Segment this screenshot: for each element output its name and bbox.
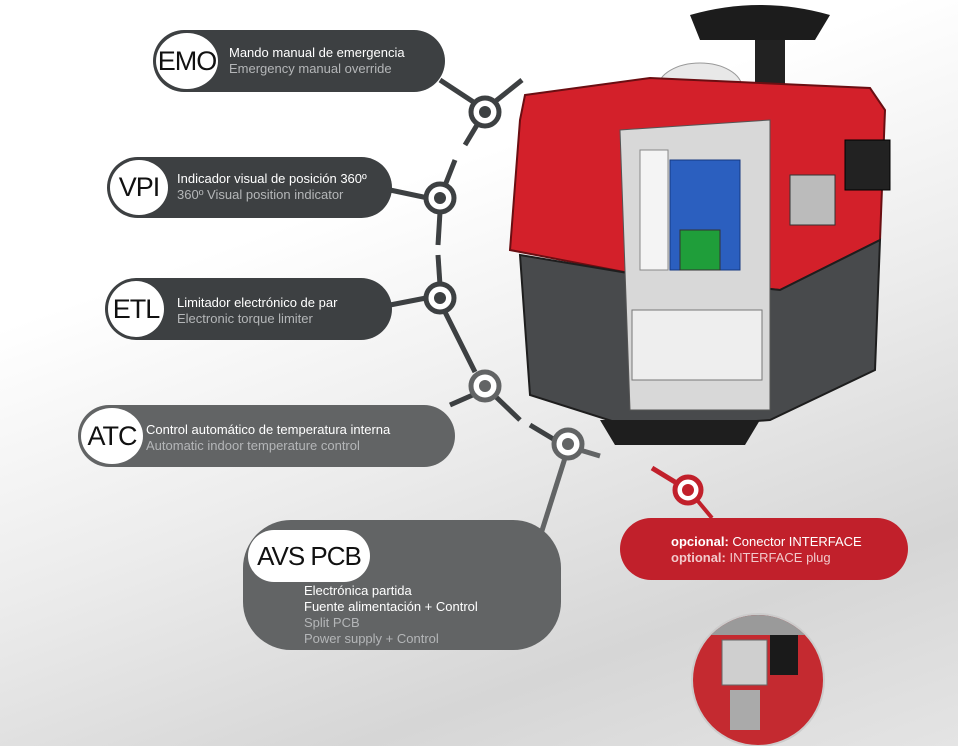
optional-en: optional: INTERFACE plug bbox=[671, 550, 831, 565]
feature-title-en: 360º Visual position indicator bbox=[177, 187, 344, 202]
node-etl bbox=[423, 281, 457, 315]
feature-code-badge: ATC bbox=[81, 408, 143, 464]
node-emo bbox=[468, 95, 502, 129]
optional-en-label: optional: bbox=[671, 550, 726, 565]
interface-plug-photo bbox=[691, 613, 825, 746]
node-vpi bbox=[423, 181, 457, 215]
feature-title-es: Control automático de temperatura intern… bbox=[146, 422, 391, 437]
optional-en-text: INTERFACE plug bbox=[725, 550, 831, 565]
optional-es: opcional: Conector INTERFACE bbox=[671, 534, 862, 549]
feature-title-es: Limitador electrónico de par bbox=[177, 295, 338, 310]
feature-code-badge: EMO bbox=[156, 33, 218, 89]
optional-es-label: opcional: bbox=[671, 534, 729, 549]
feature-title-en-line: Power supply + Control bbox=[304, 631, 439, 646]
optional-interface: opcional: Conector INTERFACE optional: I… bbox=[620, 518, 908, 580]
optional-es-text: Conector INTERFACE bbox=[728, 534, 862, 549]
node-atc bbox=[468, 369, 502, 403]
feature-etl: ETL Limitador electrónico de par Electro… bbox=[105, 278, 392, 340]
feature-avs-pcb: AVS PCB Electrónica partida Fuente alime… bbox=[243, 520, 561, 650]
node-optional bbox=[650, 465, 714, 520]
feature-title-es-line: Fuente alimentación + Control bbox=[304, 599, 478, 614]
feature-title-en: Emergency manual override bbox=[229, 61, 392, 76]
feature-vpi: VPI Indicador visual de posición 360º 36… bbox=[107, 157, 392, 218]
feature-code-badge: VPI bbox=[110, 160, 168, 215]
feature-title-es: Mando manual de emergencia bbox=[229, 45, 405, 60]
feature-code-badge: ETL bbox=[108, 281, 164, 337]
feature-title-en: Electronic torque limiter bbox=[177, 311, 313, 326]
actuator-image bbox=[508, 5, 891, 445]
feature-title-en-line: Split PCB bbox=[304, 615, 360, 630]
feature-code-badge: AVS PCB bbox=[248, 530, 370, 582]
feature-emo: EMO Mando manual de emergencia Emergency… bbox=[153, 30, 445, 92]
node-avs bbox=[551, 427, 585, 461]
feature-atc: ATC Control automático de temperatura in… bbox=[78, 405, 455, 467]
feature-title-en: Automatic indoor temperature control bbox=[146, 438, 360, 453]
feature-title-es-line: Electrónica partida bbox=[304, 583, 412, 598]
feature-title-es: Indicador visual de posición 360º bbox=[177, 171, 367, 186]
